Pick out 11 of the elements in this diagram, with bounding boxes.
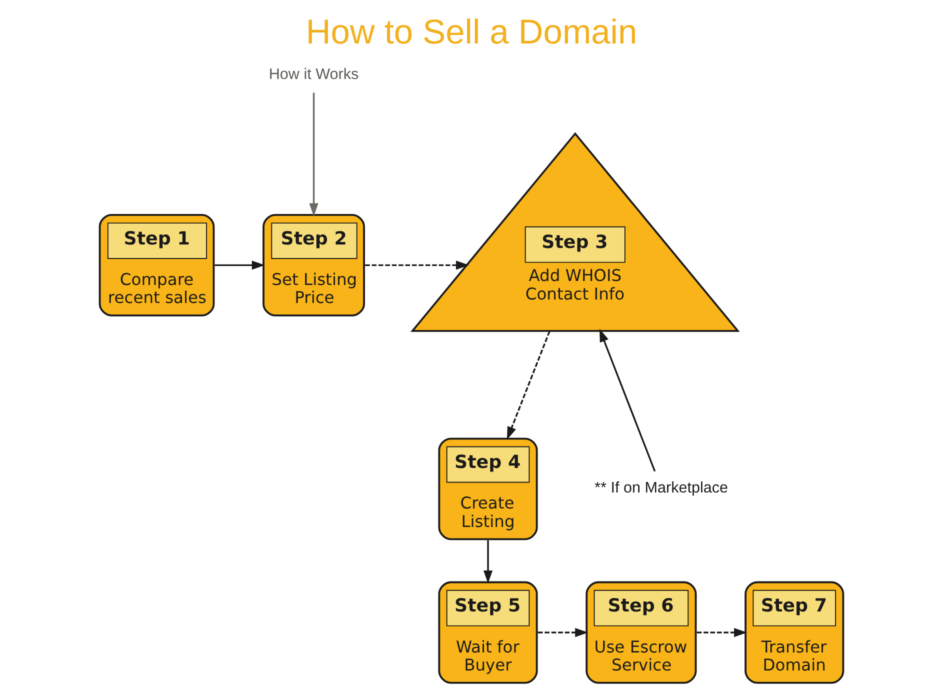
arrow [696, 628, 747, 638]
arrow [482, 540, 492, 584]
arrow [598, 328, 656, 472]
arrow [537, 628, 588, 638]
diagram-title: How to Sell a Domain [305, 14, 637, 52]
arrow [308, 92, 318, 216]
node-text: ** If on Marketplace [594, 480, 728, 497]
arrow [364, 260, 469, 270]
arrow [214, 260, 264, 270]
node-text: How it Works [268, 66, 358, 84]
arrow [506, 330, 550, 440]
